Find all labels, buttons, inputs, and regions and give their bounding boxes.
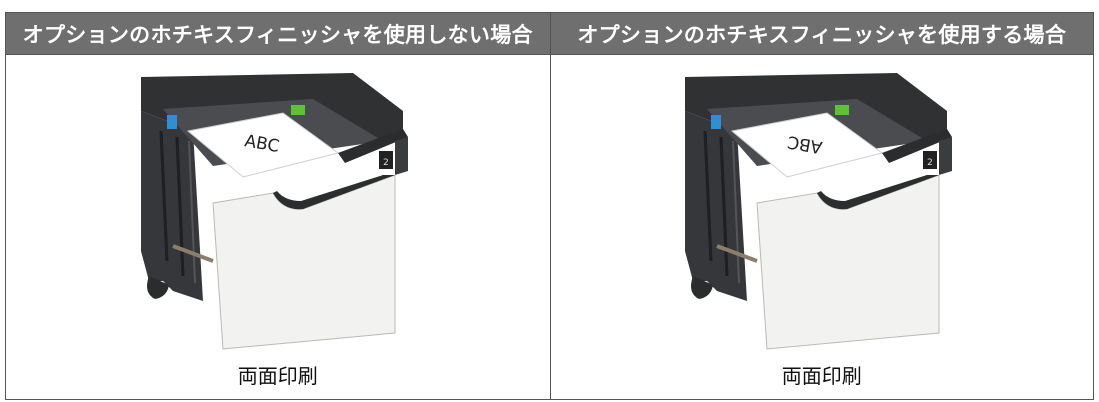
column-without-finisher: オプションのホチキスフィニッシャを使用しない場合 ABC [6, 13, 550, 399]
tray-handle [272, 175, 395, 210]
tray-illustration-with-finisher: ABC 2 [551, 71, 1094, 351]
tray-number: 2 [927, 158, 933, 168]
column-header-with-finisher: オプションのホチキスフィニッシャを使用する場合 [550, 13, 1093, 55]
comparison-table: オプションのホチキスフィニッシャを使用しない場合 ABC [5, 12, 1094, 400]
green-guide-tab [290, 105, 305, 115]
blue-guide-tab [710, 115, 721, 129]
caption-duplex-printing: 両面印刷 [237, 364, 318, 388]
column-with-finisher: オプションのホチキスフィニッシャを使用する場合 ABC 2 [549, 13, 1094, 399]
tray-handle [816, 175, 939, 210]
tray-rail [716, 244, 758, 263]
caption-duplex-printing: 両面印刷 [781, 364, 862, 388]
green-guide-tab [834, 105, 849, 115]
paper-tray-illustration: ABC 2 [140, 73, 408, 350]
tray-rail [172, 244, 214, 263]
tray-illustration-without-finisher: ABC 2 [6, 71, 550, 351]
tray-number-plate [922, 151, 937, 169]
paper-tray-illustration: ABC 2 [684, 73, 952, 350]
column-header-without-finisher: オプションのホチキスフィニッシャを使用しない場合 [6, 13, 550, 55]
blue-guide-tab [166, 115, 177, 129]
tray-number-plate [378, 151, 393, 169]
tray-number: 2 [383, 158, 389, 168]
